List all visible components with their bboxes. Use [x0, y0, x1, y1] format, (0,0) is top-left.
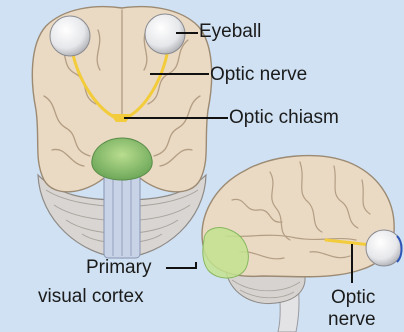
label-primary-visual-cortex-line2: visual cortex — [38, 287, 144, 307]
eyeball-left — [50, 16, 90, 56]
label-eyeball: Eyeball — [199, 22, 261, 42]
label-optic-nerve-lateral-line2: nerve — [328, 310, 376, 330]
inferior-view-brain — [32, 7, 211, 258]
label-optic-chiasm: Optic chiasm — [229, 108, 339, 128]
eyeball-lateral — [366, 230, 402, 266]
label-optic-nerve: Optic nerve — [210, 65, 307, 85]
label-primary-visual-cortex-line1: Primary — [86, 258, 151, 278]
leader-primary-visual-cortex — [166, 262, 196, 268]
label-optic-nerve-lateral-line1: Optic — [331, 288, 375, 308]
